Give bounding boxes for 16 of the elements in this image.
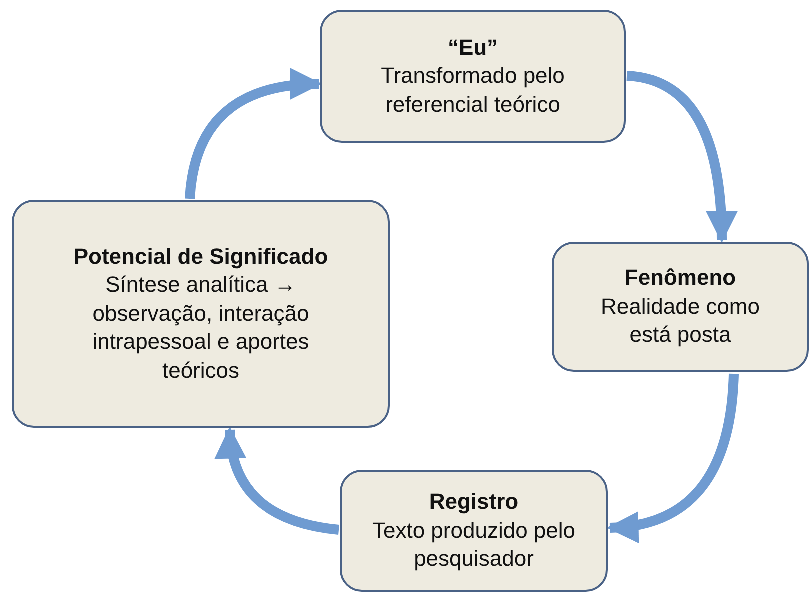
curved-arrow	[216, 426, 340, 535]
curved-arrow	[626, 71, 738, 244]
curved-arrow	[185, 69, 322, 200]
box-heading: Potencial de Significado	[74, 242, 328, 271]
box-text: Transformado pelo referencial teórico	[380, 62, 566, 119]
box-text: Síntese analítica → observação, interação intrapessoal e aportes teóricos	[92, 271, 310, 385]
process-box	[320, 10, 626, 143]
process-box	[340, 470, 608, 592]
box-text: Realidade como está posta	[600, 292, 761, 350]
process-box	[12, 200, 390, 428]
curved-arrow	[606, 374, 739, 542]
box-heading: Registro	[429, 488, 519, 516]
process-box	[552, 242, 809, 372]
box-heading: Fenômeno	[624, 264, 736, 292]
box-heading: “Eu”	[448, 34, 498, 62]
box-text: Texto produzido pelo pesquisador	[372, 516, 576, 574]
